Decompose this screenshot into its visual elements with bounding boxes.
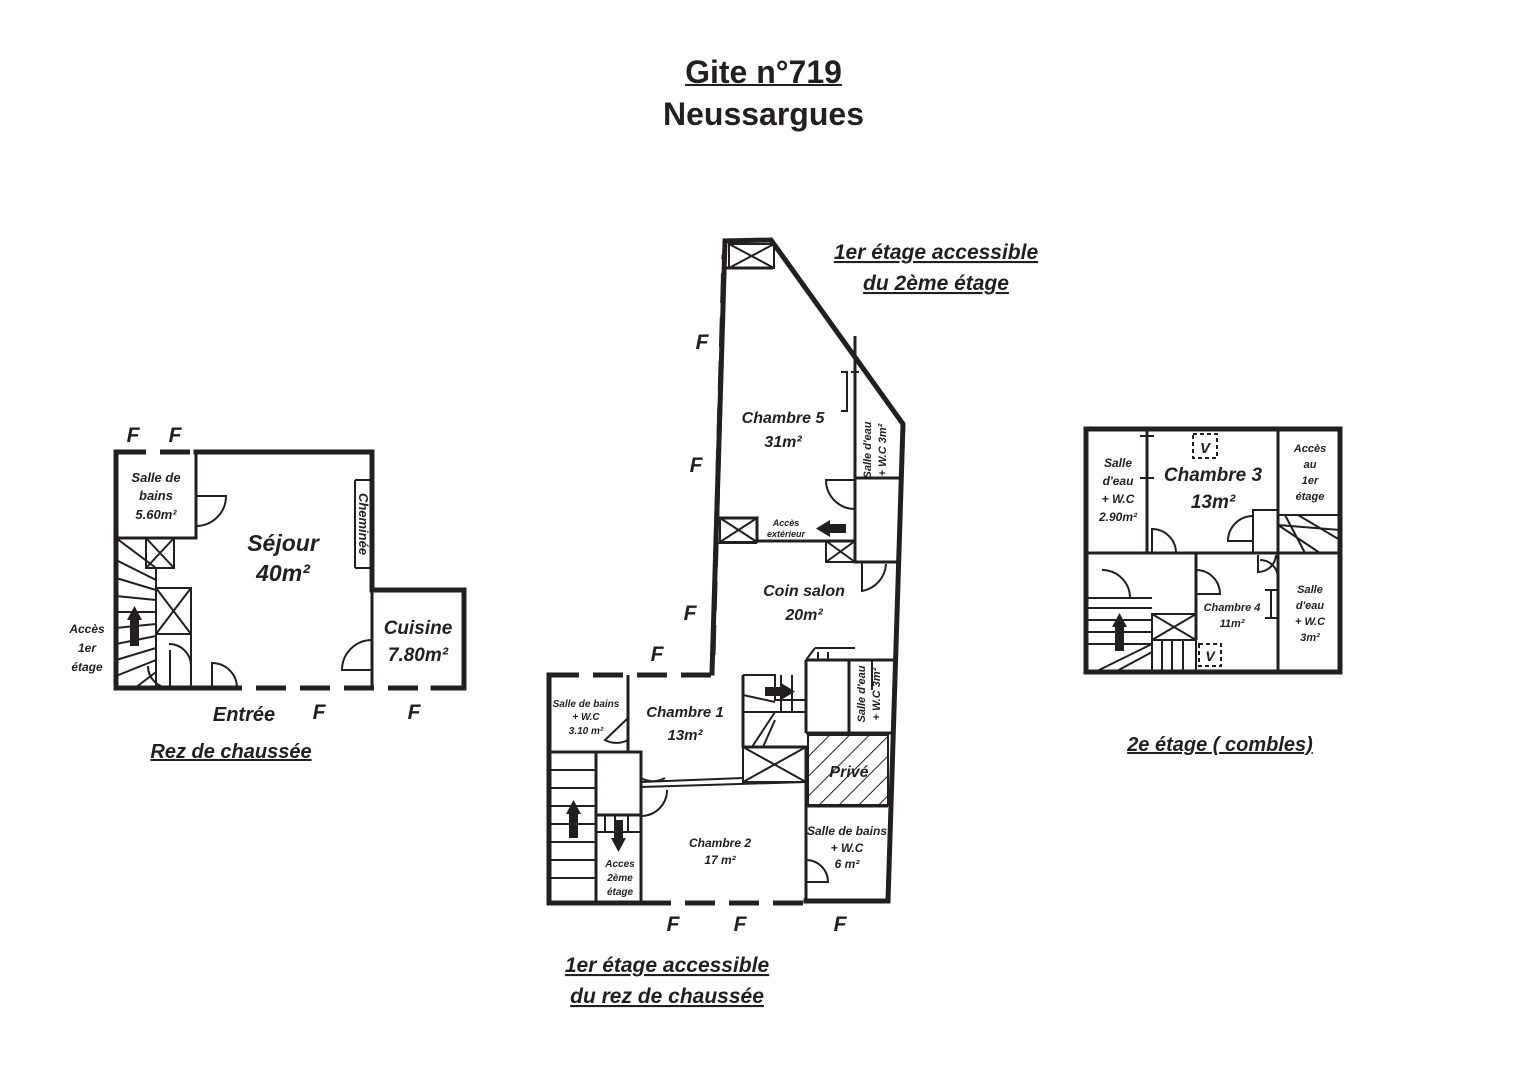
second-floor-doors [1101, 514, 1279, 599]
chambre5-label: Chambre 5 [742, 410, 826, 427]
svg-text:F: F [684, 602, 698, 625]
chambre3-label: Chambre 3 [1164, 465, 1263, 486]
chambre5-area: 31m² [764, 434, 802, 451]
first-floor-plan: Chambre 5 31m² Salle d'eau + W.C 3m² Acc… [546, 237, 1039, 1008]
svg-text:Salle: Salle [1104, 456, 1132, 470]
up-arrow-icon [1112, 613, 1127, 651]
sejour-area: 40m² [255, 560, 311, 586]
first-floor-window-marks: F F F F F F F [651, 331, 848, 936]
ground-floor-caption: Rez de chaussée [150, 741, 311, 763]
first-floor-walls [546, 237, 906, 906]
prive-label: Privé [829, 764, 868, 781]
svg-text:extérieur: extérieur [767, 529, 806, 539]
svg-text:au: au [1304, 459, 1317, 471]
svg-text:1er: 1er [78, 641, 97, 655]
svg-text:+ W.C: + W.C [1295, 616, 1326, 628]
svg-text:Accès: Accès [772, 518, 800, 528]
ground-floor-walls [113, 449, 467, 691]
second-floor-labels: V V Salle d'eau + W.C 2.90m² Chambre 3 1… [1098, 440, 1326, 756]
svg-text:F: F [127, 424, 141, 447]
svg-text:+ W.C: + W.C [572, 712, 600, 723]
svg-text:6 m²: 6 m² [835, 857, 861, 871]
ground-floor-doors [147, 495, 373, 689]
svg-text:F: F [734, 913, 748, 936]
chambre2-label: Chambre 2 [689, 836, 751, 850]
ground-floor-plan: Salle de bains 5.60m² Séjour 40m² Chemin… [68, 424, 467, 763]
svg-text:F: F [696, 331, 710, 354]
svg-text:d'eau: d'eau [1296, 600, 1325, 612]
ground-floor-stairs [115, 537, 192, 689]
first-floor-labels: Chambre 5 31m² Salle d'eau + W.C 3m² Acc… [553, 410, 889, 898]
svg-text:F: F [651, 643, 665, 666]
svg-text:bains: bains [139, 488, 173, 503]
velux-icon: V [1200, 440, 1212, 457]
svg-text:1er: 1er [1302, 475, 1319, 487]
sejour-label: Séjour [247, 530, 320, 556]
svg-text:F: F [408, 701, 422, 724]
svg-text:+ W.C 3m²: + W.C 3m² [877, 423, 889, 476]
svg-text:Accès: Accès [68, 622, 105, 636]
svg-text:Salle d'eau: Salle d'eau [862, 421, 874, 478]
chambre4-label: Chambre 4 [1204, 602, 1261, 614]
up-arrow-icon [127, 606, 142, 646]
svg-text:+ W.C 3m²: + W.C 3m² [871, 667, 883, 720]
caption-top-line2: du 2ème étage [863, 272, 1009, 295]
svg-text:étage: étage [1296, 491, 1325, 503]
cheminee-label: Cheminée [356, 493, 371, 555]
first-floor-arrows [566, 520, 846, 852]
svg-text:F: F [169, 424, 183, 447]
chambre3-area: 13m² [1191, 492, 1236, 513]
svg-text:2.90m²: 2.90m² [1098, 510, 1138, 524]
cuisine-label: Cuisine [384, 618, 453, 639]
first-floor-captions: 1er étage accessible du 2ème étage 1er é… [565, 241, 1039, 1008]
svg-text:d'eau: d'eau [1103, 474, 1135, 488]
svg-text:Salle de bains: Salle de bains [553, 699, 620, 710]
coin-salon-label: Coin salon [763, 583, 845, 600]
second-floor-caption: 2e étage ( combles) [1126, 734, 1313, 756]
svg-text:Accès: Accès [1293, 443, 1326, 455]
svg-text:5.60m²: 5.60m² [135, 507, 177, 522]
entree-label: Entrée [213, 704, 275, 726]
first-floor-doors [603, 479, 887, 883]
svg-text:F: F [313, 701, 327, 724]
svg-text:3.10 m²: 3.10 m² [569, 726, 604, 737]
svg-text:étage: étage [71, 660, 103, 674]
caption-bottom-line1: 1er étage accessible [565, 954, 770, 977]
chambre2-area: 17 m² [704, 853, 736, 867]
second-floor-plan: V V Salle d'eau + W.C 2.90m² Chambre 3 1… [1083, 426, 1343, 756]
up-arrow-icon [566, 800, 581, 838]
ground-floor-window-marks: F F F F [127, 424, 422, 724]
svg-text:F: F [667, 913, 681, 936]
svg-text:étage: étage [607, 887, 634, 898]
svg-text:Salle d'eau: Salle d'eau [856, 665, 868, 722]
gite-number: Gite n°719 [685, 54, 842, 90]
coin-salon-area: 20m² [784, 607, 823, 624]
caption-bottom-line2: du rez de chaussée [570, 985, 764, 1008]
svg-text:+ W.C: + W.C [831, 841, 864, 855]
ground-floor-labels: Salle de bains 5.60m² Séjour 40m² Chemin… [68, 470, 452, 763]
right-arrow-icon [765, 683, 795, 700]
svg-text:Salle: Salle [1297, 584, 1323, 596]
svg-text:Salle de bains: Salle de bains [807, 824, 887, 838]
second-floor-walls [1083, 426, 1343, 675]
svg-text:+ W.C: + W.C [1102, 492, 1135, 506]
svg-text:2ème: 2ème [606, 873, 633, 884]
plan-title: Gite n°719 Neussargues [0, 52, 1527, 136]
svg-text:Salle de: Salle de [131, 470, 180, 485]
chambre4-area: 11m² [1220, 618, 1245, 630]
svg-text:3m²: 3m² [1300, 632, 1320, 644]
chambre1-label: Chambre 1 [646, 704, 724, 721]
chambre1-area: 13m² [667, 727, 703, 744]
town-name: Neussargues [663, 96, 864, 132]
svg-text:Acces: Acces [604, 859, 635, 870]
svg-text:F: F [834, 913, 848, 936]
caption-top-line1: 1er étage accessible [834, 241, 1039, 264]
cuisine-area: 7.80m² [388, 645, 449, 666]
velux-icon: V [1205, 648, 1216, 664]
down-arrow-icon [611, 820, 626, 852]
svg-text:F: F [690, 454, 704, 477]
left-arrow-icon [816, 520, 846, 537]
